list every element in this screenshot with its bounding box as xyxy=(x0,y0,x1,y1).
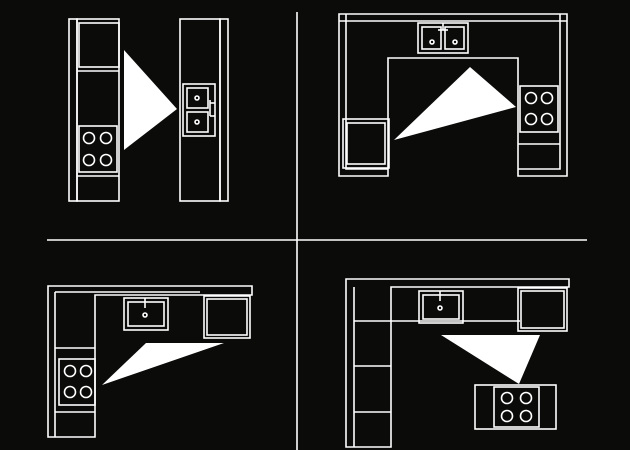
galley-layout xyxy=(68,18,229,202)
double-sink xyxy=(182,83,216,137)
refrigerator xyxy=(517,287,568,332)
quadrant-dividers xyxy=(47,12,587,450)
single-sink xyxy=(418,290,464,324)
refrigerator xyxy=(203,295,251,339)
island-cooktop xyxy=(474,384,557,430)
wall-cabinet xyxy=(78,22,120,68)
cooktop xyxy=(78,125,118,173)
l-counter-outline xyxy=(345,278,570,448)
l-counter-outline xyxy=(47,285,253,438)
island-layout xyxy=(345,278,570,448)
refrigerator xyxy=(342,118,390,169)
double-sink xyxy=(417,22,469,54)
l-shaped-layout xyxy=(47,285,253,438)
cooktop-burners xyxy=(82,131,113,167)
galley-right-counter xyxy=(179,18,229,202)
u-counter-outline xyxy=(338,13,568,177)
work-triangle xyxy=(124,50,177,150)
single-sink xyxy=(123,297,169,331)
work-triangle xyxy=(441,335,540,384)
galley-left-counter xyxy=(68,18,120,202)
work-triangle xyxy=(102,343,224,385)
cooktop xyxy=(519,85,559,133)
u-shaped-layout xyxy=(338,13,568,177)
cooktop xyxy=(58,358,96,406)
work-triangle xyxy=(394,67,516,140)
